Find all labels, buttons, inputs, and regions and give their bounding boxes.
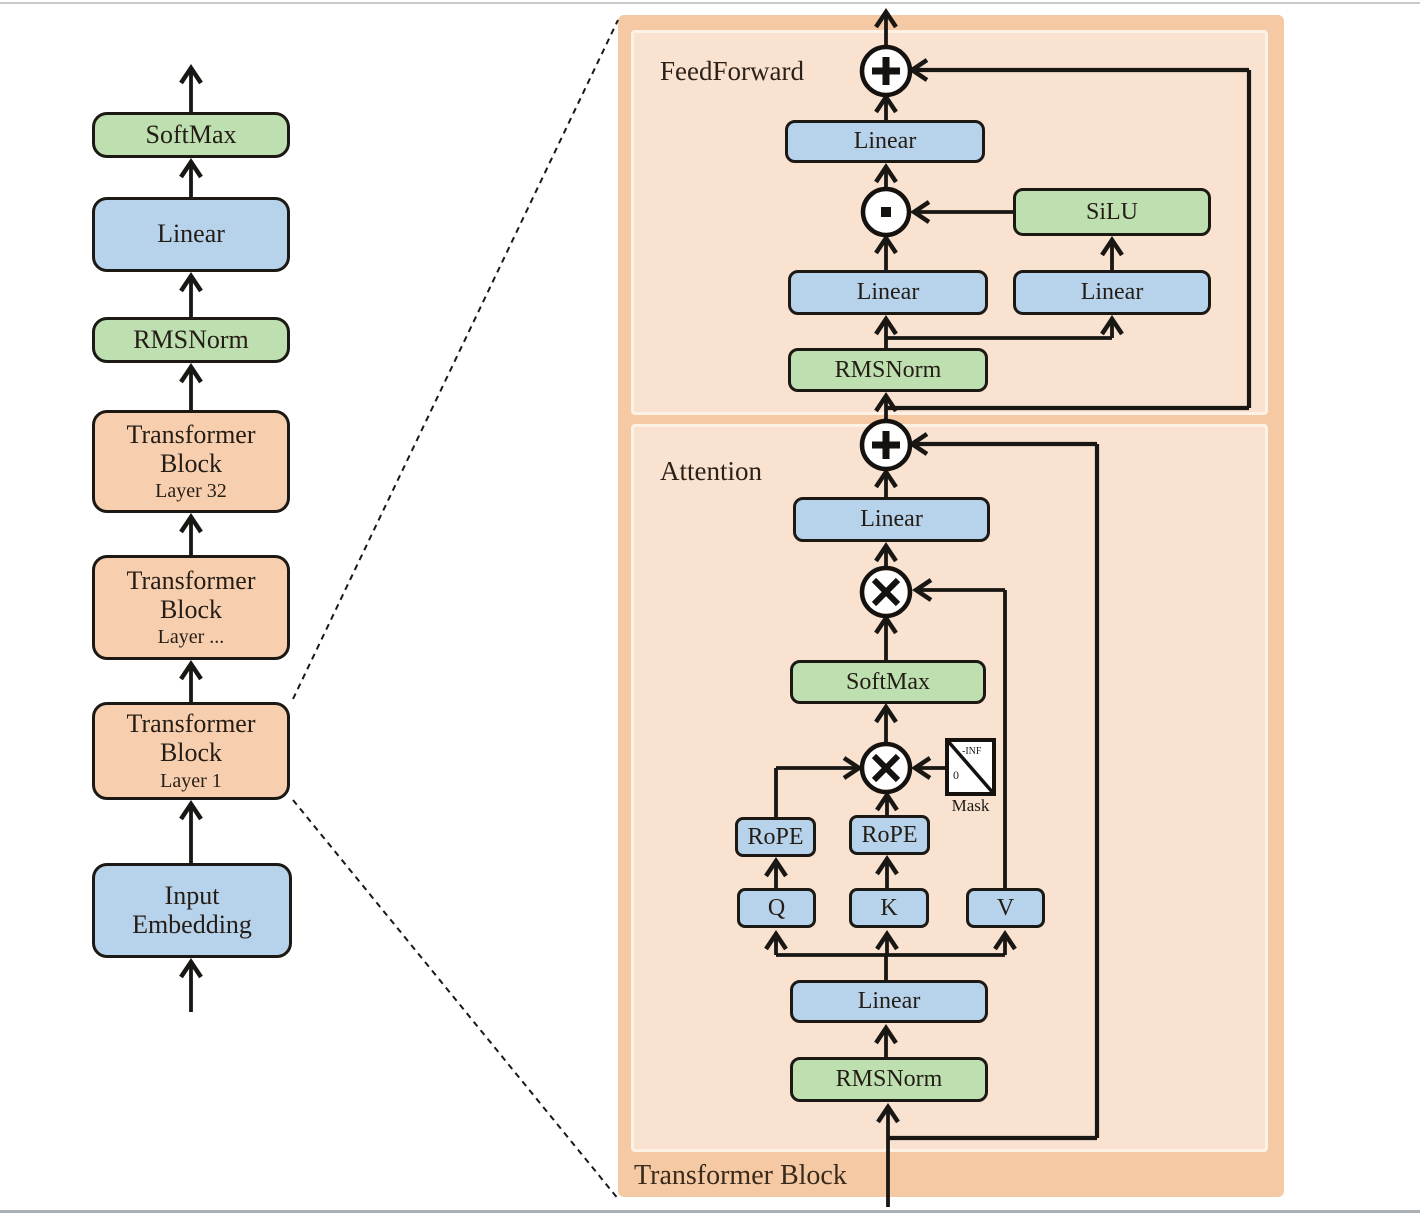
- attn-linear-out-box: Linear: [793, 497, 990, 542]
- ff-linear-gate-label: Linear: [856, 279, 920, 306]
- attn-linear-in-box: Linear: [790, 980, 988, 1023]
- k-label: K: [880, 894, 898, 921]
- block-word: Block: [159, 594, 223, 624]
- v-label: V: [996, 894, 1015, 921]
- input-word: Input: [164, 880, 220, 910]
- transformer-block-32-box: Transformer Block Layer 32: [92, 410, 290, 513]
- input-embedding-box: Input Embedding: [92, 863, 292, 958]
- block-word: Transformer: [126, 419, 256, 449]
- ff-silu-box: SiLU: [1013, 188, 1211, 236]
- mask-icon: [945, 738, 996, 796]
- transformer-block-dots-box: Transformer Block Layer ...: [92, 555, 290, 660]
- attn-linear-in-label: Linear: [857, 988, 921, 1015]
- block-word: Transformer: [126, 709, 256, 739]
- attn-rmsnorm-box: RMSNorm: [790, 1057, 988, 1102]
- left-rmsnorm-box: RMSNorm: [92, 317, 290, 363]
- multiply-icon: [859, 741, 913, 795]
- ff-rmsnorm-box: RMSNorm: [788, 348, 988, 392]
- block-word: Block: [159, 738, 223, 767]
- ff-linear-out-label: Linear: [853, 128, 917, 155]
- q-box: Q: [737, 888, 816, 928]
- layer-dots-label: Layer ...: [157, 626, 225, 649]
- block-word: Block: [159, 448, 223, 478]
- attn-rmsnorm-label: RMSNorm: [835, 1066, 943, 1093]
- attention-section-label: Attention: [660, 456, 762, 486]
- left-softmax-label: SoftMax: [145, 119, 237, 149]
- mask-neg-inf-label: -INF: [962, 746, 982, 757]
- embedding-word: Embedding: [132, 909, 252, 939]
- ff-linear-up-label: Linear: [1080, 279, 1144, 306]
- mask-zero-label: 0: [953, 768, 959, 782]
- layer-1-label: Layer 1: [160, 769, 222, 792]
- zoom-guide-bottom-line: [292, 799, 620, 1201]
- top-border-line: [0, 2, 1420, 4]
- dot-product-icon: [860, 186, 912, 238]
- left-linear-box: Linear: [92, 197, 290, 272]
- attn-softmax-box: SoftMax: [790, 660, 986, 704]
- layer-32-label: Layer 32: [155, 480, 227, 503]
- left-linear-label: Linear: [157, 219, 225, 249]
- rope-q-box: RoPE: [735, 817, 816, 857]
- transformer-block-title: Transformer Block: [634, 1160, 847, 1191]
- rope-k-label: RoPE: [861, 821, 918, 848]
- ff-rmsnorm-label: RMSNorm: [834, 356, 942, 383]
- rope-q-label: RoPE: [747, 823, 804, 850]
- mask-label: Mask: [951, 796, 990, 815]
- zoom-guide-top-line: [292, 19, 619, 700]
- transformer-block-1-box: Transformer Block Layer 1: [92, 702, 290, 800]
- multiply-icon: [859, 565, 913, 619]
- k-box: K: [849, 888, 929, 928]
- left-rmsnorm-label: RMSNorm: [133, 324, 249, 354]
- v-box: V: [966, 888, 1045, 928]
- ff-silu-label: SiLU: [1085, 198, 1138, 225]
- block-word: Transformer: [126, 565, 256, 595]
- attn-softmax-label: SoftMax: [846, 668, 930, 695]
- attn-linear-out-label: Linear: [860, 506, 923, 533]
- ff-linear-out-box: Linear: [785, 120, 985, 163]
- attention-wiring: [764, 391, 1100, 1207]
- feedforward-section-label: FeedForward: [660, 56, 804, 86]
- ff-linear-up-box: Linear: [1013, 270, 1211, 315]
- q-label: Q: [767, 894, 786, 921]
- ff-linear-gate-box: Linear: [788, 270, 988, 315]
- left-column-arrows: [179, 63, 203, 1012]
- rope-k-box: RoPE: [849, 815, 930, 855]
- bottom-border-line: [0, 1210, 1420, 1213]
- add-icon: [859, 44, 913, 98]
- add-icon: [859, 418, 913, 472]
- left-softmax-box: SoftMax: [92, 112, 290, 158]
